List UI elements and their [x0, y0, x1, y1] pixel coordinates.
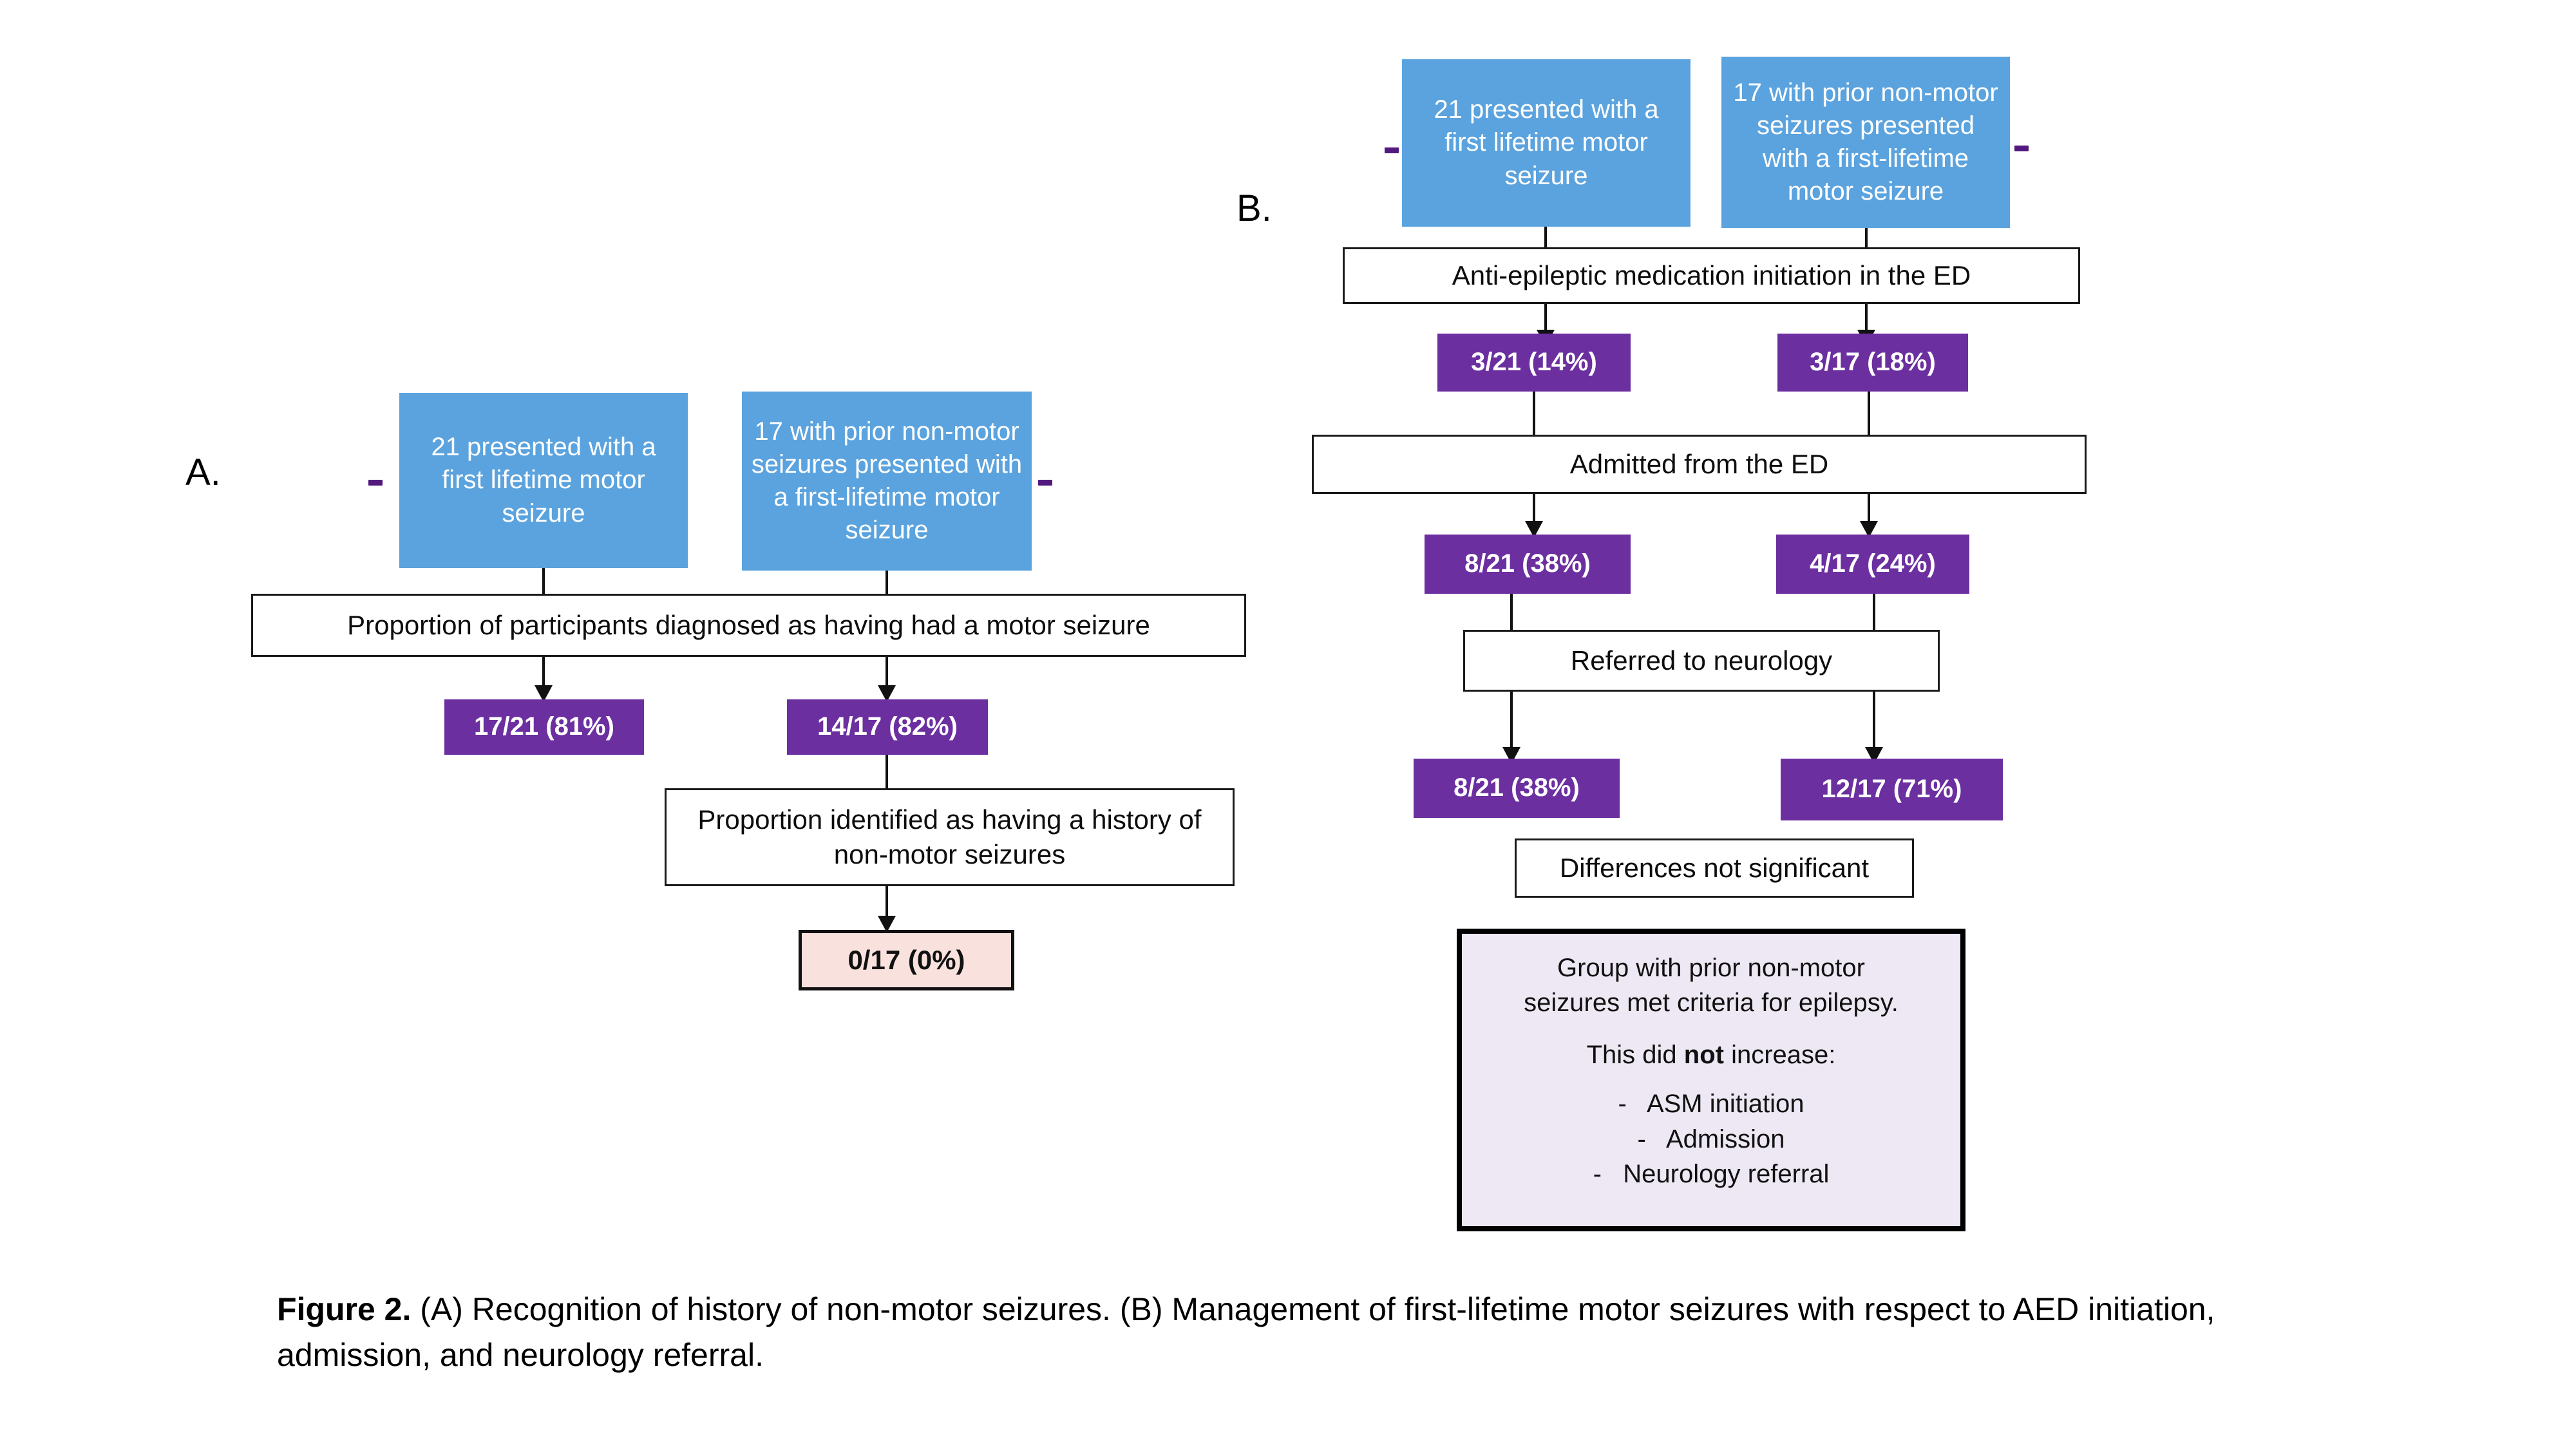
panel-a-process-1: Proportion of participants diagnosed as …: [251, 594, 1246, 657]
panel-b-source-left: 21 presented with a first lifetime motor…: [1402, 59, 1690, 227]
panel-a-result-final: 0/17 (0%): [799, 930, 1014, 990]
panel-b-result-1-left: 3/21 (14%): [1437, 334, 1631, 392]
panel-b-result-2-right: 4/17 (24%): [1776, 535, 1969, 594]
caption-text: (A) Recognition of history of non-motor …: [277, 1291, 2215, 1373]
panel-b-process-1: Anti-epileptic medication initiation in …: [1343, 247, 2080, 304]
panel-a-process-2: Proportion identified as having a histor…: [665, 788, 1235, 886]
arrow-b-right-3: [1865, 692, 1883, 764]
summary-bullet-2: - Admission: [1637, 1124, 1785, 1153]
panel-b-result-3-right: 12/17 (71%): [1781, 759, 2003, 820]
panel-b-summary: Group with prior non-motor seizures met …: [1457, 929, 1965, 1231]
summary-line-3-post: increase:: [1723, 1040, 1836, 1069]
panel-b-result-3-left: 8/21 (38%): [1414, 759, 1620, 818]
connector-a-left: [542, 568, 545, 594]
arrow-a-right-1: [878, 657, 896, 702]
summary-line-3: This did not increase:: [1480, 1037, 1942, 1072]
panel-b-source-right: 17 with prior non-motor seizures present…: [1721, 57, 2010, 228]
connector-b-left-1: [1544, 227, 1547, 247]
arrow-a-final: [878, 886, 896, 933]
panel-a-letter: A.: [185, 451, 221, 493]
panel-a-result-left: 17/21 (81%): [444, 699, 644, 755]
connector-b-left-3: [1510, 594, 1513, 630]
panel-b-process-2: Admitted from the ED: [1312, 435, 2087, 494]
arrow-b-left-3: [1502, 692, 1520, 764]
summary-bullet-1: - ASM initiation: [1618, 1090, 1804, 1119]
summary-line-3-bold: not: [1683, 1040, 1724, 1069]
panel-a-source-right: 17 with prior non-motor seizures present…: [742, 392, 1032, 571]
connector-a-right: [886, 571, 888, 594]
caption-label: Figure 2.: [277, 1291, 412, 1327]
dash-marker-icon: [368, 480, 383, 486]
connector-b-left-2: [1533, 392, 1535, 437]
panel-b-result-2-left: 8/21 (38%): [1425, 535, 1631, 594]
connector-a-right-2: [886, 755, 888, 788]
connector-b-right-3: [1873, 594, 1875, 630]
panel-b-result-1-right: 3/17 (18%): [1777, 334, 1968, 392]
dash-marker-icon: [2014, 146, 2029, 151]
figure-caption: Figure 2. (A) Recognition of history of …: [277, 1287, 2273, 1378]
panel-b-letter: B.: [1236, 187, 1272, 229]
panel-b-significance: Differences not significant: [1515, 838, 1914, 898]
summary-line-2: seizures met criteria for epilepsy.: [1524, 989, 1899, 1018]
panel-a-source-left: 21 presented with a first lifetime motor…: [399, 393, 688, 568]
arrow-a-left-1: [535, 657, 553, 702]
dash-marker-icon: [1038, 480, 1052, 486]
dash-marker-icon: [1385, 147, 1399, 153]
summary-line-3-pre: This did: [1586, 1040, 1684, 1069]
arrow-b-right-2: [1860, 494, 1878, 538]
summary-bullet-3: - Neurology referral: [1593, 1159, 1830, 1188]
summary-line-1: Group with prior non-motor: [1557, 954, 1865, 982]
summary-bullet-list: - ASM initiation - Admission - Neurology…: [1480, 1086, 1942, 1191]
panel-b-process-3: Referred to neurology: [1463, 630, 1940, 692]
connector-b-right-2: [1868, 392, 1870, 437]
arrow-b-left-2: [1525, 494, 1543, 538]
panel-a-result-right: 14/17 (82%): [787, 699, 988, 755]
connector-b-right-1: [1865, 228, 1868, 247]
